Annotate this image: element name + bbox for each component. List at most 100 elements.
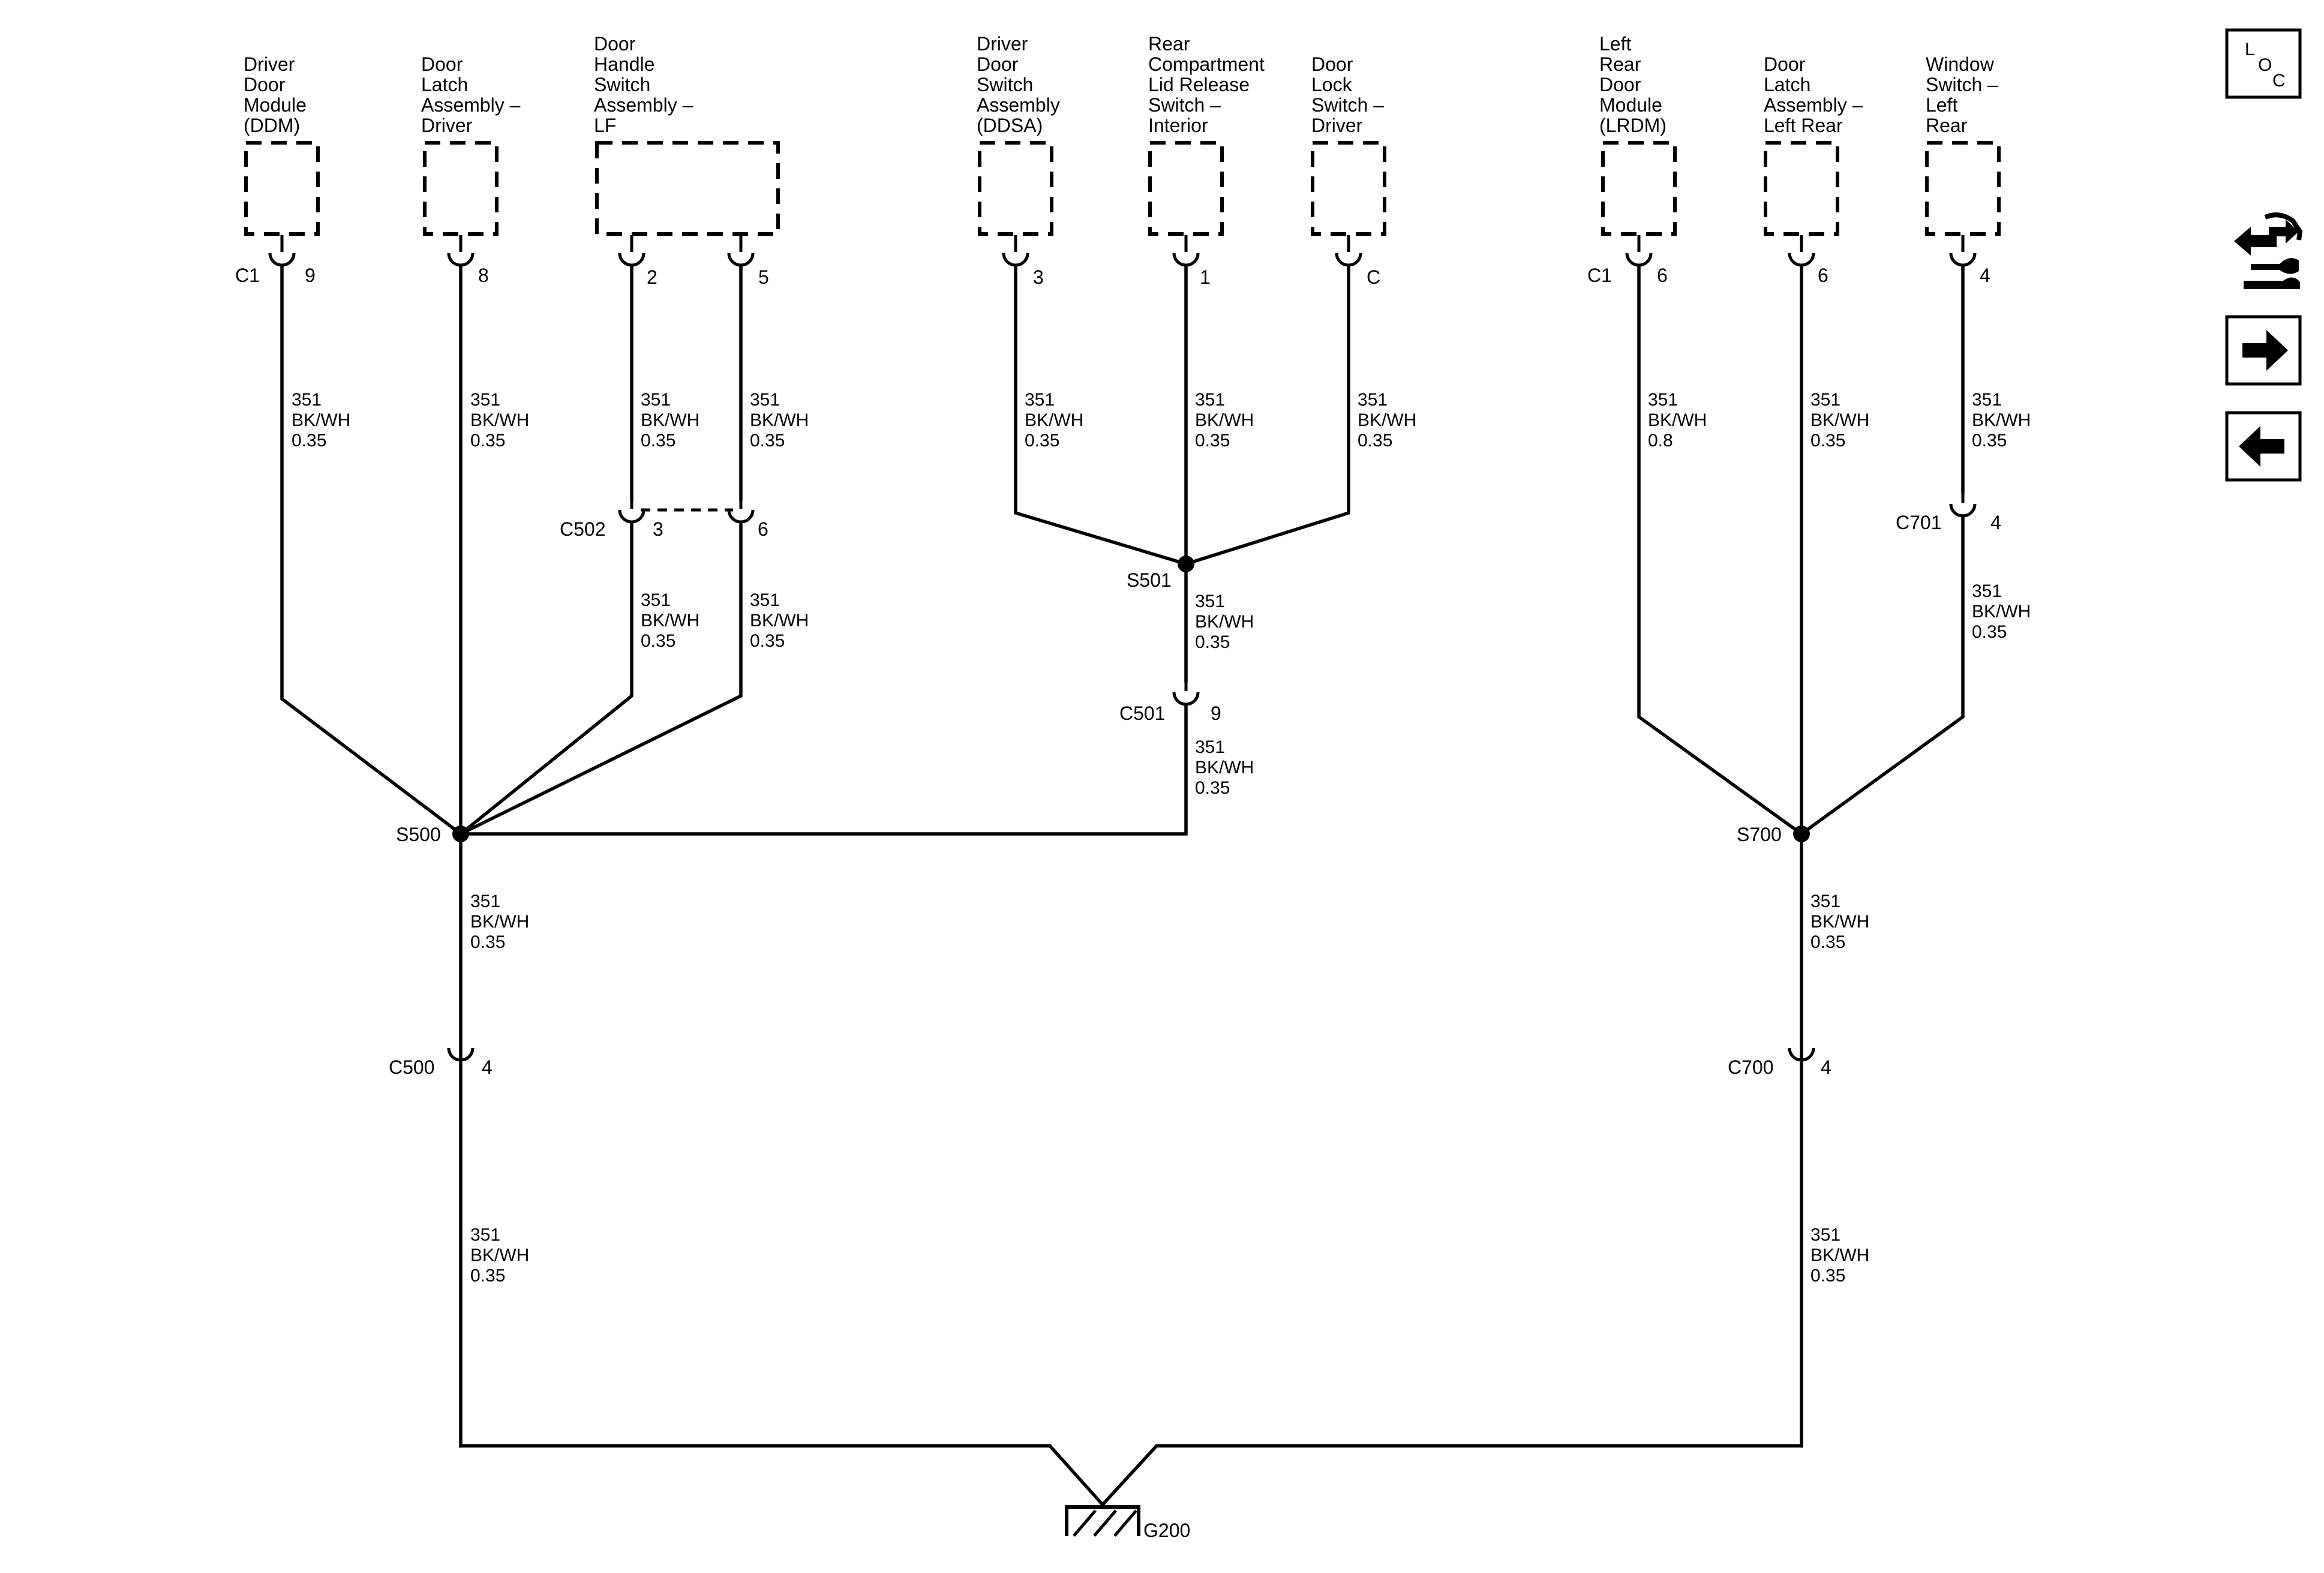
pin-handle-b[interactable]	[727, 235, 755, 267]
pin-ddm[interactable]	[268, 235, 296, 267]
pin-number-handle-b: 5	[758, 266, 769, 288]
c500-pin-label: 4	[482, 1056, 493, 1078]
c701-pin-label: 4	[1990, 512, 2001, 533]
splice-s501[interactable]	[1178, 556, 1194, 572]
ground-label: G200	[1143, 1520, 1190, 1541]
component-boxes	[244, 141, 2001, 236]
c502-pin-a-label: 3	[653, 518, 663, 540]
pin-latch-driver[interactable]	[447, 235, 475, 267]
wires	[280, 265, 1965, 1507]
pin-number-window-lr: 4	[1980, 265, 1990, 286]
wire-ground-right[interactable]	[1100, 1444, 1803, 1507]
pin-lock-driver[interactable]	[1335, 235, 1362, 267]
box-ddm[interactable]	[244, 141, 320, 236]
loc-letter-l: L	[2245, 40, 2255, 59]
box-latch-driver[interactable]	[423, 141, 499, 236]
top-connector-symbols	[268, 235, 1977, 267]
c700-pin-label: 4	[1821, 1056, 1831, 1078]
c701-label: C701	[1896, 512, 1942, 533]
c502-pin-b[interactable]	[727, 489, 755, 524]
wire-lock-driver[interactable]	[1184, 265, 1350, 566]
pin-lrdm[interactable]	[1625, 235, 1653, 267]
c700-pin[interactable]	[1788, 1027, 1815, 1062]
loc-letter-c: C	[2272, 71, 2286, 91]
pin-number-rear-lid: 1	[1200, 266, 1211, 288]
pin-number-lock-driver: C	[1367, 266, 1380, 288]
pin-latch-lr[interactable]	[1788, 235, 1815, 267]
wire-c701-s700[interactable]	[1799, 514, 1965, 836]
c502-label: C502	[560, 518, 606, 540]
wire-c502-b[interactable]	[458, 523, 743, 836]
pin-rear-lid[interactable]	[1172, 235, 1200, 267]
box-rear-lid[interactable]	[1148, 141, 1224, 236]
wire-c501-s500[interactable]	[459, 703, 1188, 836]
c501-label: C501	[1119, 703, 1166, 724]
c502-pin-a[interactable]	[618, 489, 645, 524]
pin-number-ddm: 9	[305, 265, 316, 286]
c500-label: C500	[389, 1056, 435, 1078]
arrow-left-icon[interactable]	[2225, 411, 2302, 482]
pin-window-lr[interactable]	[1949, 235, 1977, 267]
ground-hatch-3	[1113, 1509, 1137, 1537]
c500-pin[interactable]	[447, 1027, 475, 1062]
wire-ddsa[interactable]	[1014, 265, 1188, 566]
schematic-tools-icon[interactable]	[2234, 212, 2303, 289]
pin-number-latch-lr: 6	[1818, 265, 1828, 286]
nav-icons: L O C	[2225, 28, 2303, 482]
ground-frame	[1065, 1505, 1140, 1536]
arrow-right-icon[interactable]	[2225, 315, 2302, 386]
c501-pin[interactable]	[1172, 672, 1200, 706]
pin-handle-a[interactable]	[618, 235, 645, 267]
splice-s700[interactable]	[1793, 825, 1810, 842]
ground-hatch-2	[1093, 1509, 1117, 1537]
wire-ddm[interactable]	[280, 265, 463, 836]
ground-symbol[interactable]: G200	[1065, 1505, 1190, 1541]
wire-ground-left[interactable]	[459, 1444, 1105, 1507]
conn-label-ddm: C1	[235, 265, 260, 286]
conn-label-lrdm: C1	[1587, 265, 1612, 286]
box-lock-driver[interactable]	[1311, 141, 1386, 236]
box-handle-lf[interactable]	[595, 141, 780, 236]
pin-number-latch-driver: 8	[478, 265, 489, 286]
splice-s700-label: S700	[1737, 824, 1782, 845]
box-window-lr[interactable]	[1925, 141, 2001, 236]
pin-labels: C1 9 8 2 5 3 1 C C1 6 6 4	[235, 265, 1990, 288]
c502-pin-b-label: 6	[758, 518, 768, 540]
c701-pin[interactable]	[1949, 484, 1977, 518]
inline-connector-labels: C502 3 6 C501 9 C701 4 C500 4 C700 4	[389, 512, 2001, 1078]
c700-label: C700	[1728, 1056, 1774, 1078]
splice-s500-label: S500	[396, 824, 441, 845]
inline-connectors	[447, 484, 1977, 1062]
pin-number-ddsa: 3	[1033, 266, 1044, 288]
pin-ddsa[interactable]	[1002, 235, 1029, 267]
splice-s500[interactable]	[452, 825, 469, 842]
wire-lrdm[interactable]	[1637, 265, 1804, 836]
loc-icon[interactable]: L O C	[2225, 28, 2302, 99]
wire-c502-a[interactable]	[458, 523, 633, 836]
box-ddsa[interactable]	[978, 141, 1053, 236]
box-latch-lr[interactable]	[1764, 141, 1839, 236]
box-lrdm[interactable]	[1601, 141, 1677, 236]
